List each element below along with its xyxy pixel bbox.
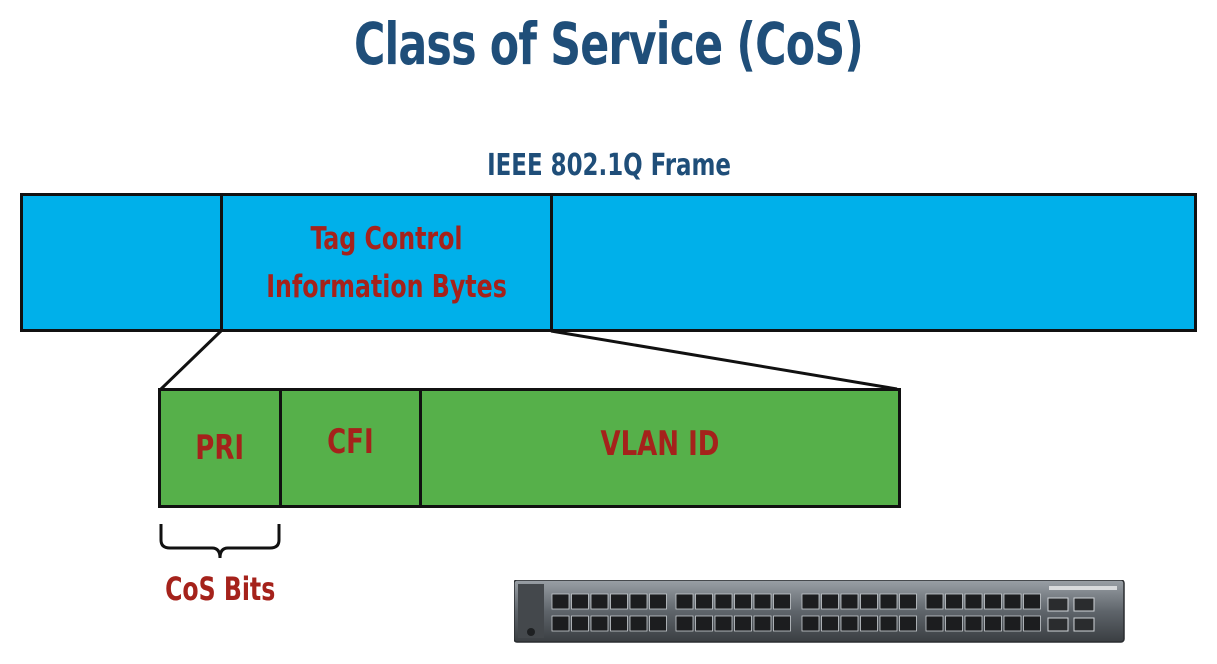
cfi-label: CFI (327, 422, 374, 462)
pri-label: PRI (195, 428, 245, 468)
cos-brace (159, 524, 281, 559)
network-switch-image (514, 580, 1125, 643)
vlan-id-label: VLAN ID (600, 424, 720, 464)
frame-label: IEEE 802.1Q Frame (487, 148, 731, 183)
frame-field-right (550, 193, 1197, 332)
tci-field-cfi: CFI (279, 388, 422, 508)
cos-bits-label: CoS Bits (164, 570, 276, 608)
frame-field-left (20, 193, 223, 332)
tci-field-pri: PRI (158, 388, 282, 508)
tci-label: Tag Control Information Bytes (266, 220, 507, 305)
tci-field-vlan-id: VLAN ID (419, 388, 901, 508)
page-title: Class of Service (CoS) (353, 10, 864, 78)
